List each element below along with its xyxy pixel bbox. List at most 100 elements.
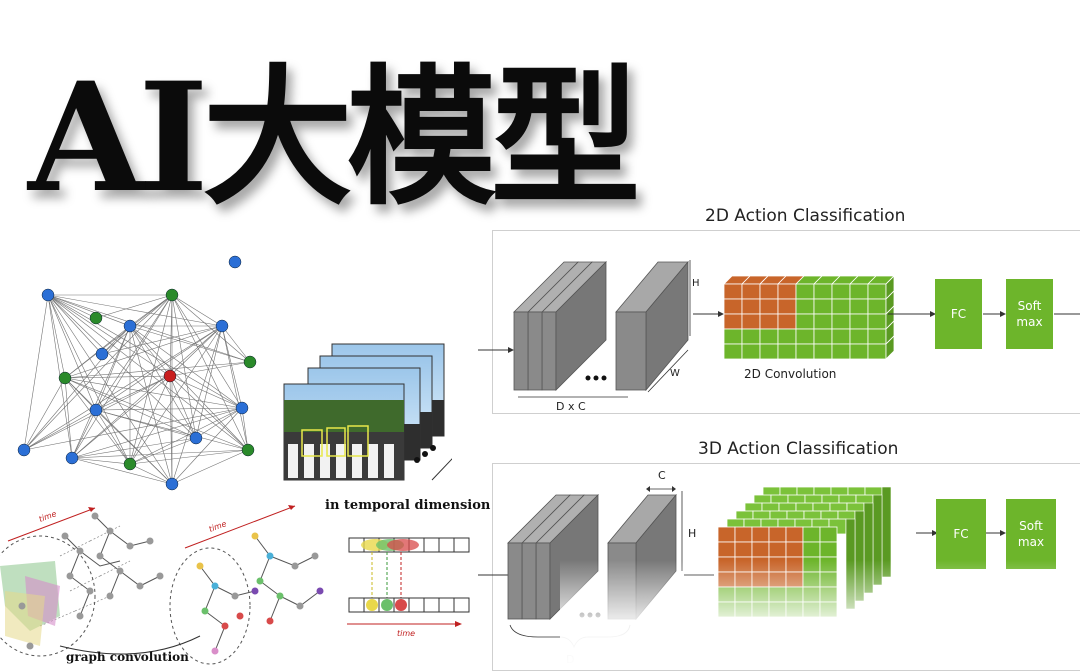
conv-cell: [724, 344, 742, 359]
skeleton-graph-icon: time time: [0, 496, 340, 669]
skeleton-joint: [107, 593, 114, 600]
conv-cell: [814, 284, 832, 299]
conv-cell: [724, 314, 742, 329]
conv-cell: [814, 299, 832, 314]
conv3d-cell: [735, 527, 752, 542]
skeleton-joint: [212, 583, 219, 590]
graph-node: [90, 404, 102, 416]
temporal-caption: in temporal dimension: [325, 498, 490, 513]
graph-node: [90, 312, 102, 324]
conv3d-cell: [803, 527, 820, 542]
headline-title: AI大模型: [28, 58, 635, 218]
graph-node: [18, 444, 30, 456]
video-frames-icon: [282, 340, 452, 490]
conv-cell: [742, 314, 760, 329]
network-graph-icon: [10, 250, 280, 500]
skeleton-joint: [292, 563, 299, 570]
temporal-convolution-icon: time: [345, 532, 470, 642]
softmax-box-2d: Soft max: [1006, 279, 1053, 349]
conv-cell: [742, 344, 760, 359]
conv-label-2d: 2D Convolution: [744, 367, 836, 381]
sequence-cell: [424, 598, 439, 612]
skeleton-joint: [237, 613, 244, 620]
skeleton-joint: [62, 533, 69, 540]
conv-cell: [778, 344, 796, 359]
conv3d-cell: [769, 527, 786, 542]
conv-cell: [796, 344, 814, 359]
conv-cell: [778, 284, 796, 299]
dim-h-2d: H: [692, 278, 700, 289]
skeleton-joint: [197, 563, 204, 570]
skeleton-joint: [117, 568, 124, 575]
graph-node: [229, 256, 241, 268]
conv-cell: [832, 314, 850, 329]
bottom-fade: [560, 560, 1080, 669]
skeleton-joint: [257, 578, 264, 585]
skeleton-joint: [137, 583, 144, 590]
conv3d-cell: [718, 527, 735, 542]
conv3d-cell: [820, 542, 837, 557]
conv3d-cell: [718, 542, 735, 557]
skeleton-joint: [157, 573, 164, 580]
skeleton-joint: [92, 513, 99, 520]
conv3d-cell: [752, 527, 769, 542]
conv-cell: [868, 344, 886, 359]
conv-cell: [868, 314, 886, 329]
conv-cell: [868, 299, 886, 314]
conv3d-cell: [803, 542, 820, 557]
conv-cell: [832, 329, 850, 344]
feature-slab: [522, 543, 536, 619]
sequence-cell: [454, 538, 469, 552]
skeleton-joint: [317, 588, 324, 595]
conv3d-cell: [769, 542, 786, 557]
conv-cell: [742, 329, 760, 344]
sequence-cell: [424, 538, 439, 552]
graph-node: [216, 320, 228, 332]
dim-h-3d: H: [688, 527, 696, 540]
skeleton-joint: [252, 588, 259, 595]
graph-node: [166, 478, 178, 490]
skeleton-joint: [202, 608, 209, 615]
skeleton-joint: [19, 603, 26, 610]
skeleton-joint: [87, 588, 94, 595]
skeleton-joint: [232, 593, 239, 600]
skeleton-joint: [312, 553, 319, 560]
diagram-2d: H W D x C 2D Convolution: [478, 232, 1080, 412]
graph-caption: graph convolution: [66, 650, 189, 664]
conv-cell: [742, 284, 760, 299]
conv-cell: [724, 284, 742, 299]
feature-slab: [508, 543, 522, 619]
conv-cell: [868, 329, 886, 344]
sequence-cell: [349, 598, 364, 612]
conv-cell: [868, 284, 886, 299]
conv-cell: [832, 284, 850, 299]
conv3d-cell: [786, 527, 803, 542]
skeleton-joint: [267, 618, 274, 625]
skeleton-joint: [147, 538, 154, 545]
conv-cell: [760, 299, 778, 314]
conv-cell: [760, 314, 778, 329]
graph-node: [164, 370, 176, 382]
graph-node: [236, 402, 248, 414]
conv-cell: [724, 299, 742, 314]
skeleton-joint: [107, 528, 114, 535]
conv-cell: [832, 344, 850, 359]
skeleton-joint: [97, 553, 104, 560]
dim-w-2d: W: [670, 368, 680, 379]
skeleton-joint: [27, 643, 34, 650]
softmax-box-3d: Soft max: [1006, 499, 1056, 569]
graph-node: [242, 444, 254, 456]
sequence-cell: [409, 598, 424, 612]
graph-node: [124, 458, 136, 470]
conv-cell: [796, 329, 814, 344]
conv-cell: [814, 314, 832, 329]
conv-cell: [796, 299, 814, 314]
title-3d: 3D Action Classification: [698, 439, 898, 459]
conv-cell: [814, 329, 832, 344]
conv3d-cell: [735, 542, 752, 557]
conv-cell: [796, 314, 814, 329]
conv3d-cell: [820, 527, 837, 542]
fc-box-3d: FC: [936, 499, 986, 569]
conv3d-cell: [752, 542, 769, 557]
feature-slab: [514, 312, 528, 390]
